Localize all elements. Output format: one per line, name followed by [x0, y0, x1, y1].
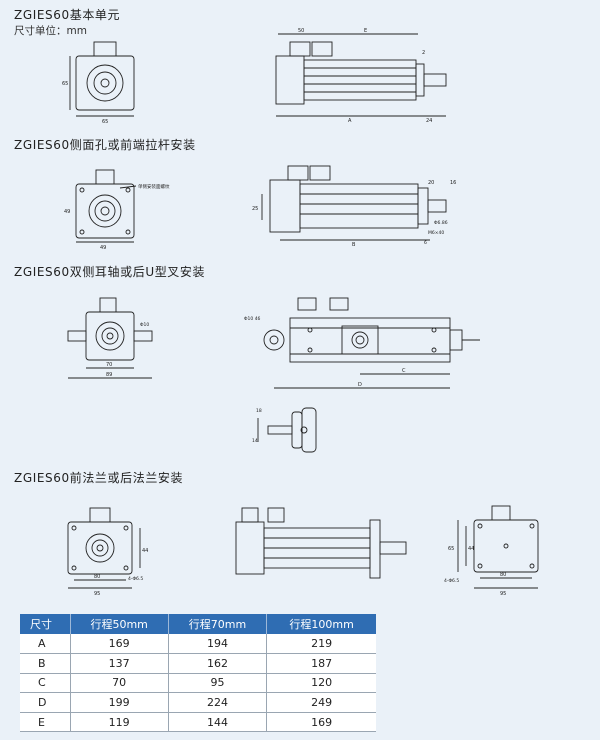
dim-2: 2	[422, 50, 425, 56]
table-row: C 70 95 120	[20, 673, 376, 694]
dim-m6: M6×40	[428, 230, 444, 236]
table-row: D 199 224 249	[20, 692, 376, 713]
header-stroke-70: 行程70mm	[167, 614, 267, 634]
cell: C	[20, 673, 70, 694]
cell: 187	[266, 653, 376, 674]
cell: A	[20, 634, 70, 655]
dim-rear-44: 44	[468, 546, 474, 552]
flange-front-view: 80 95 44 4-Φ6.5	[67, 507, 148, 597]
dim-rear-holes: 4-Φ6.5	[444, 578, 459, 584]
dim-49-height: 49	[64, 209, 70, 215]
dim-16: 16	[450, 180, 456, 186]
cell: 162	[167, 653, 267, 674]
units-note: 尺寸单位：mm	[14, 25, 87, 37]
dim-24: 24	[426, 118, 432, 124]
table-row: B 137 162 187	[20, 653, 376, 674]
dim-A: A	[348, 118, 352, 124]
header-size: 尺寸	[20, 614, 70, 634]
dim-B: B	[352, 242, 356, 248]
table-header-row: 尺寸 行程50mm 行程70mm 行程100mm	[20, 614, 376, 634]
header-stroke-50: 行程50mm	[69, 614, 169, 634]
cell: B	[20, 653, 70, 674]
flange-side-view	[235, 507, 407, 579]
trunnion-side-view: Φ10 46 C D	[244, 297, 480, 389]
cell: 194	[167, 634, 267, 655]
cell: 119	[69, 712, 169, 733]
dim-70: 70	[106, 362, 112, 368]
dim-E: E	[364, 28, 367, 34]
cell: 169	[69, 634, 169, 655]
dim-14: 14	[252, 438, 258, 444]
section-title-basic-unit: ZGIES60基本单元	[14, 8, 121, 22]
section-title-side-hole-mount: ZGIES60侧面孔或前端拉杆安装	[14, 138, 196, 152]
cell: 144	[167, 712, 267, 733]
dim-49-width: 49	[100, 245, 106, 251]
dim-phi: Φ6.86	[434, 220, 448, 226]
dim-flange-44: 44	[142, 548, 148, 554]
dim-front-height: 65	[62, 81, 68, 87]
dimension-table: 尺寸 行程50mm 行程70mm 行程100mm A 169 194 219 B…	[20, 614, 376, 733]
dim-flange-80: 80	[94, 574, 100, 580]
table-row: E 119 144 169	[20, 712, 376, 733]
dim-20: 20	[428, 180, 434, 186]
section-title-trunnion-mount: ZGIES60双侧耳轴或后U型叉安装	[14, 265, 206, 279]
clevis-detail-view: 18 14	[252, 407, 317, 453]
cell: 249	[266, 692, 376, 713]
dim-phi10-46: Φ10 46	[244, 316, 261, 322]
dim-D: D	[358, 382, 362, 388]
dim-rear-80: 80	[500, 572, 506, 578]
side-mount-note: 单侧安装面螺纹	[138, 183, 170, 190]
dim-rear-65: 65	[448, 546, 454, 552]
trunnion-front-view: Φ10 70 89	[67, 297, 153, 379]
cell: D	[20, 692, 70, 713]
dim-18: 18	[256, 408, 262, 414]
side-mount-front-view: 单侧安装面螺纹 49 49	[64, 169, 170, 251]
dim-6: 6	[424, 240, 427, 246]
dim-25: 25	[252, 206, 258, 212]
dim-C: C	[402, 368, 406, 374]
side-mount-side-view: 25 B 20 16 Φ6.86 M6×40 6	[252, 165, 456, 248]
cell: 120	[266, 673, 376, 694]
dim-phi10: Φ10	[140, 322, 149, 328]
dim-top-50: 50	[298, 28, 304, 34]
cell: 70	[69, 673, 169, 694]
basic-unit-side-view: 50 E 2 A 24	[275, 28, 447, 124]
dim-front-width: 65	[102, 119, 108, 125]
rear-flange-view: 80 95 44 65 4-Φ6.5	[444, 505, 539, 597]
cell: 219	[266, 634, 376, 655]
cell: 137	[69, 653, 169, 674]
cell: 224	[167, 692, 267, 713]
cell: 199	[69, 692, 169, 713]
dim-rear-95: 95	[500, 591, 506, 597]
table-row: A 169 194 219	[20, 634, 376, 655]
header-stroke-100: 行程100mm	[266, 614, 376, 634]
dim-flange-95: 95	[94, 591, 100, 597]
cell: E	[20, 712, 70, 733]
cell: 169	[266, 712, 376, 733]
dim-89: 89	[106, 372, 112, 378]
basic-unit-front-view: 65 65	[62, 41, 135, 125]
dim-flange-holes: 4-Φ6.5	[128, 576, 143, 582]
cell: 95	[167, 673, 267, 694]
section-title-flange-mount: ZGIES60前法兰或后法兰安装	[14, 471, 184, 485]
